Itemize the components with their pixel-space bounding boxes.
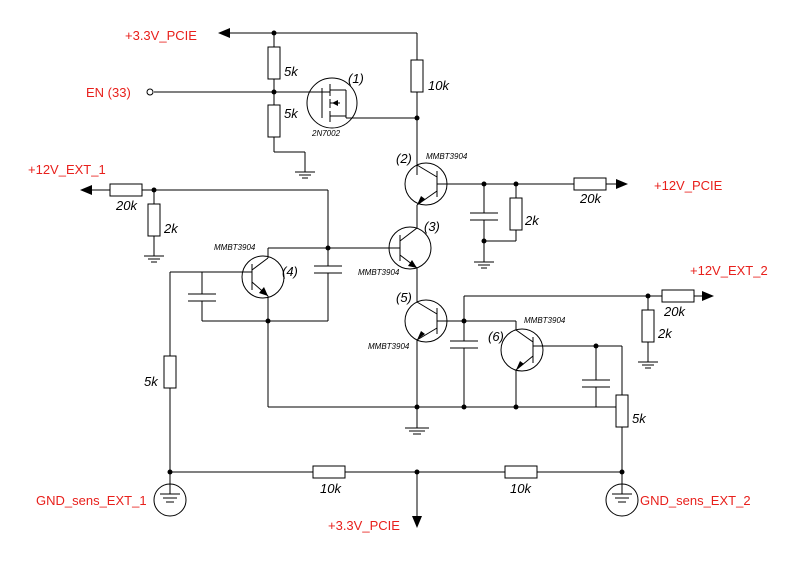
- label-r-10k-top: 10k: [428, 78, 450, 93]
- label-r-20k-ext2: 20k: [663, 304, 686, 319]
- gnd-sens-ext2-symbol: [605, 483, 639, 517]
- transistor-q5: [404, 299, 464, 343]
- net-label-12v-ext2: +12V_EXT_2: [690, 263, 768, 278]
- resistor-top-5k: [267, 46, 281, 80]
- label-r-2k-left: 2k: [163, 221, 179, 236]
- resistor-20k-left: [109, 183, 143, 197]
- label-q1-number: (1): [348, 71, 364, 86]
- label-r-2k-ext2: 2k: [657, 326, 673, 341]
- transistor-q2: [404, 162, 448, 206]
- capacitor-q4-right: [314, 265, 342, 274]
- label-r-10k-bot-left: 10k: [320, 481, 342, 496]
- resistor-5k-right: [615, 394, 629, 428]
- label-r-10k-bot-right: 10k: [510, 481, 532, 496]
- bottom-wires: [169, 471, 623, 528]
- center-wires: [268, 179, 628, 428]
- resistor-10k-top: [410, 59, 424, 93]
- top-wires: [154, 28, 418, 175]
- label-q4-number: (4): [282, 264, 298, 279]
- label-q6-part: MMBT3904: [524, 316, 566, 325]
- net-label-gnd-ext2: GND_sens_EXT_2: [640, 493, 751, 508]
- ground-ext2-2k: [638, 361, 658, 369]
- net-label-3v3-bottom: +3.3V_PCIE: [328, 518, 400, 533]
- label-q5-part: MMBT3904: [368, 342, 410, 351]
- ground-center: [405, 427, 429, 435]
- label-r-20k-pcie: 20k: [579, 191, 602, 206]
- label-q5-number: (5): [396, 290, 412, 305]
- label-q4-part: MMBT3904: [214, 243, 256, 252]
- label-q2-part: MMBT3904: [426, 152, 468, 161]
- left-wires: [80, 185, 400, 472]
- resistor-mid-5k: [267, 104, 281, 138]
- capacitor-q5: [450, 340, 478, 349]
- ground-q1: [295, 171, 315, 179]
- label-q2-number: (2): [396, 151, 412, 166]
- mosfet-q1: [306, 77, 358, 129]
- resistor-20k-ext2: [661, 289, 695, 303]
- label-r-5k-left: 5k: [144, 374, 159, 389]
- net-label-en: EN (33): [86, 85, 131, 100]
- label-r-2k-pcie: 2k: [524, 213, 540, 228]
- ground-q2: [474, 261, 494, 269]
- transistor-q6: [500, 328, 544, 372]
- label-q3-part: MMBT3904: [358, 268, 400, 277]
- resistor-10k-bot-right: [504, 465, 538, 479]
- transistor-q4: [241, 255, 285, 299]
- label-r-20k-left: 20k: [115, 198, 138, 213]
- label-r-mid-5k: 5k: [284, 106, 299, 121]
- capacitor-q2: [470, 212, 498, 221]
- net-label-12v-ext1: +12V_EXT_1: [28, 162, 106, 177]
- resistor-2k-pcie: [509, 197, 523, 231]
- resistor-10k-bot-left: [312, 465, 346, 479]
- resistor-2k-left: [147, 203, 161, 237]
- resistor-2k-ext2: [641, 309, 655, 343]
- capacitor-q4-left: [188, 293, 216, 302]
- label-q3-number: (3): [424, 219, 440, 234]
- resistor-5k-left: [163, 355, 177, 389]
- en-input-terminal: [146, 88, 154, 96]
- label-q1-part: 2N7002: [311, 129, 341, 138]
- net-label-12v-pcie: +12V_PCIE: [654, 178, 723, 193]
- gnd-sens-ext1-symbol: [153, 483, 187, 517]
- transistor-q3: [388, 226, 432, 270]
- resistor-20k-pcie: [573, 177, 607, 191]
- label-r-top-5k: 5k: [284, 64, 299, 79]
- label-r-5k-right: 5k: [632, 411, 647, 426]
- net-label-gnd-ext1: GND_sens_EXT_1: [36, 493, 147, 508]
- net-label-3v3-top: +3.3V_PCIE: [125, 28, 197, 43]
- label-q6-number: (6): [488, 329, 504, 344]
- ground-left-2k: [144, 255, 164, 263]
- capacitor-q6: [582, 379, 610, 388]
